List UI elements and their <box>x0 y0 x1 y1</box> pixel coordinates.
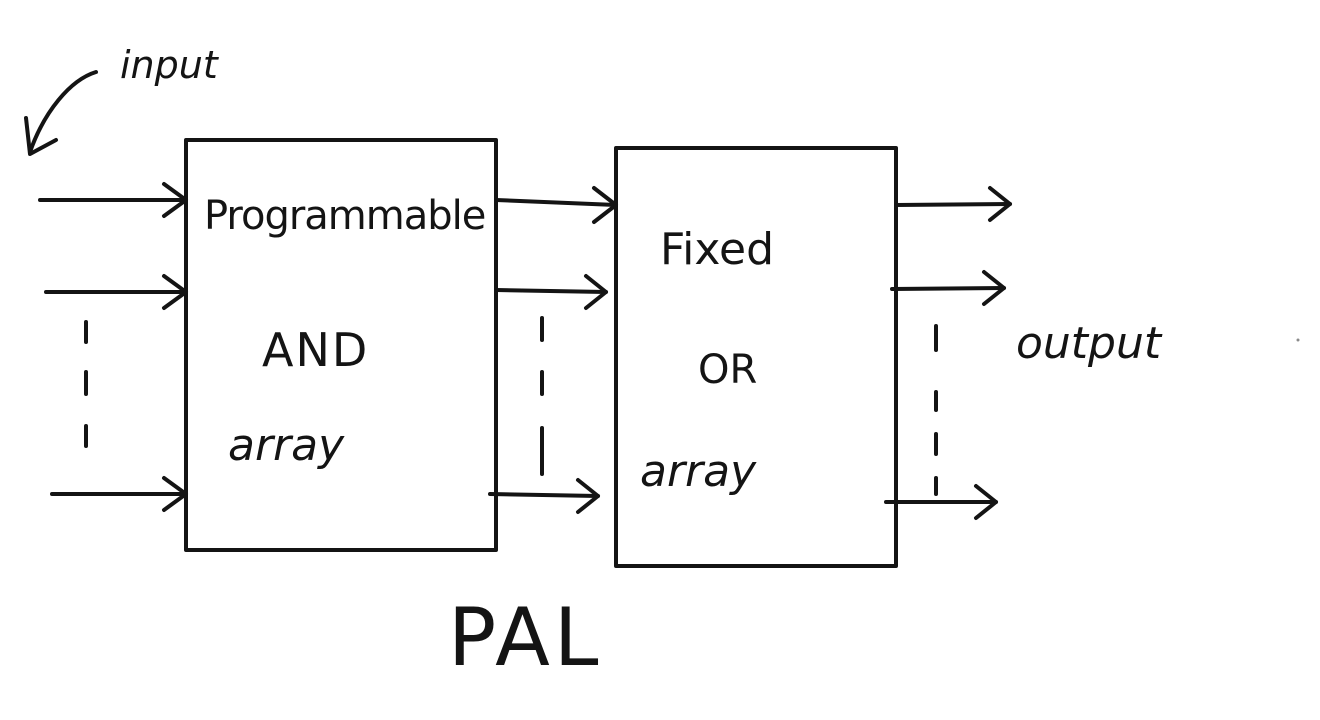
and-block-line-1: Programmable <box>204 193 486 239</box>
and-array-block <box>184 138 498 552</box>
and-block-line-3: array <box>228 420 345 471</box>
input-arrow-2 <box>44 274 188 310</box>
input-pointer-arrow <box>28 70 98 154</box>
middle-arrow-3 <box>488 478 600 514</box>
input-arrow-3 <box>50 476 188 512</box>
middle-arrow-2 <box>494 274 608 310</box>
or-block-line-3: array <box>640 446 757 497</box>
or-block-line-1: Fixed <box>660 224 775 275</box>
or-array-block <box>614 146 898 568</box>
output-arrow-3 <box>884 484 998 520</box>
input-arrow-1 <box>38 182 188 218</box>
input-pointer-arrowhead <box>24 116 58 156</box>
diagram-title: PAL <box>448 591 603 684</box>
and-block-line-2: AND <box>262 323 370 377</box>
input-label: input <box>120 43 218 87</box>
middle-arrow-1 <box>494 186 618 224</box>
output-label: output <box>1016 318 1162 369</box>
stray-dot <box>1296 338 1300 342</box>
output-arrow-1 <box>894 186 1012 222</box>
output-arrow-2 <box>890 270 1006 306</box>
or-block-line-2: OR <box>698 347 758 393</box>
